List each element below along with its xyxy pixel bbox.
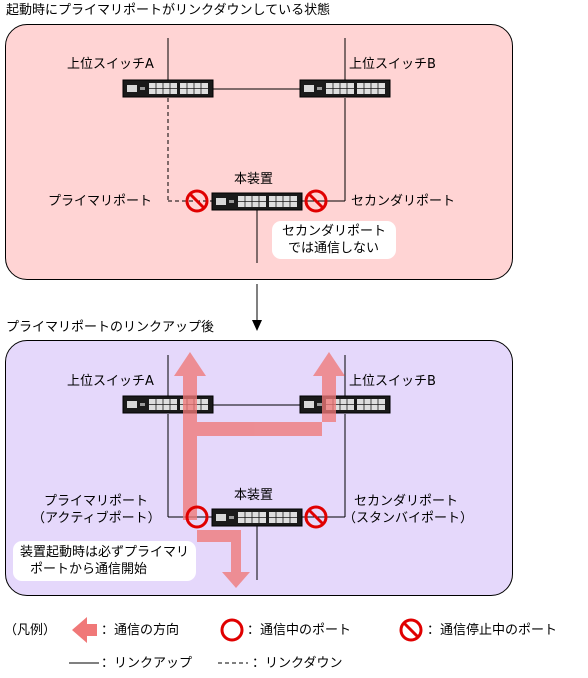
legend-stopped-port-icon	[399, 618, 423, 642]
bottom-note-bubble: 装置起動時は必ずプライマリ ポートから通信開始	[13, 541, 197, 581]
legend-active-port-label: ：通信中のポート	[247, 623, 352, 638]
bottom-primary-port-sublabel: （アクティブポート）	[32, 511, 161, 526]
legend-stopped-port-label: ：通信停止中のポート	[427, 623, 558, 638]
bottom-section-title: プライマリポートのリンクアップ後	[6, 320, 215, 335]
legend-linkdown-label: ：リンクダウン	[252, 656, 343, 671]
bottom-primary-active-icon	[185, 505, 209, 529]
top-note-line2: では通信しない	[288, 241, 380, 256]
bottom-secondary-port-sublabel: （スタンバイポート）	[343, 511, 474, 526]
top-panel	[5, 24, 513, 280]
legend-linkup-label: ：リンクアップ	[101, 656, 193, 671]
bottom-device-icon	[211, 508, 303, 527]
bottom-primary-port-label: プライマリポート	[44, 494, 149, 509]
bottom-switch-a-icon	[122, 395, 214, 414]
top-section-title: 起動時にプライマリポートがリンクダウンしている状態	[6, 3, 331, 18]
direction-arrows	[174, 352, 345, 588]
top-note-line1: セカンダリポート	[282, 224, 387, 239]
top-secondary-port-label: セカンダリポート	[351, 194, 456, 209]
top-switch-a-label: 上位スイッチA	[67, 57, 154, 72]
legend-direction-icon	[72, 617, 97, 643]
legend-title: （凡例）	[4, 623, 57, 638]
top-device-label: 本装置	[234, 172, 274, 187]
bottom-switch-a-label: 上位スイッチA	[67, 374, 154, 389]
bottom-secondary-port-label: セカンダリポート	[354, 494, 459, 509]
bottom-links	[167, 355, 346, 580]
legend-direction-label: ：通信の方向	[101, 623, 180, 638]
top-links	[167, 38, 346, 263]
bottom-switch-b-label: 上位スイッチB	[349, 374, 436, 389]
bottom-note-line2: ポートから通信開始	[30, 562, 148, 577]
arrow-to-switch-b	[183, 352, 345, 436]
bottom-device-label: 本装置	[234, 488, 274, 503]
bottom-switch-b-icon	[299, 395, 391, 414]
top-switch-b-icon	[299, 79, 391, 98]
top-primary-port-label: プライマリポート	[48, 194, 153, 209]
legend-active-port-icon	[220, 618, 244, 642]
top-switch-b-label: 上位スイッチB	[349, 57, 436, 72]
top-note-bubble: セカンダリポート では通信しない	[272, 221, 397, 259]
top-device-icon	[211, 192, 303, 211]
bottom-note-line1: 装置起動時は必ずプライマリ	[20, 545, 190, 560]
top-switch-a-icon	[122, 79, 214, 98]
arrow-to-downlink	[197, 530, 250, 588]
transition-arrow	[252, 284, 262, 331]
